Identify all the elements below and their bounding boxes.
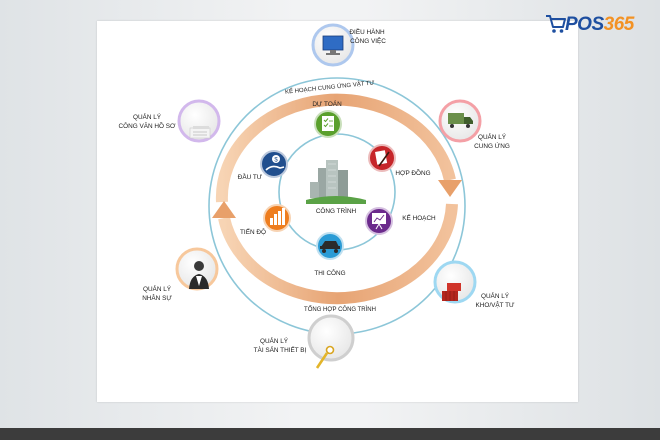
inner-label: KẾ HOẠCH bbox=[402, 212, 436, 222]
checklist-icon bbox=[322, 116, 334, 131]
outer-label-line1: QUẢN LÝ bbox=[133, 112, 162, 121]
inner-node-tien-do[interactable]: TIẾN ĐỘ bbox=[240, 204, 291, 236]
outer-label-line2: TÀI SẢN THIẾT BỊ bbox=[254, 344, 307, 354]
inner-label: DỰ TOÁN bbox=[312, 99, 342, 108]
outer-label-line1: QUẢN LÝ bbox=[260, 336, 289, 345]
inner-label: THI CÔNG bbox=[314, 268, 345, 277]
pos365-logo: POS365 bbox=[545, 10, 655, 38]
outer-label-line1: QUẢN LÝ bbox=[481, 291, 510, 300]
arc-label-top: KẾ HOẠCH CUNG ỨNG VẬT TƯ bbox=[285, 79, 375, 95]
cart-icon bbox=[546, 15, 566, 33]
outer-label-line2: CUNG ỨNG bbox=[474, 141, 510, 150]
outer-node-quan-ly-kho-vat-tu[interactable]: QUẢN LÝ KHO/VẬT TƯ bbox=[433, 260, 516, 309]
contract-pen-icon bbox=[375, 150, 390, 167]
progress-bars-icon bbox=[270, 208, 285, 225]
logo-text-pos: POS bbox=[565, 14, 604, 35]
magnifier-icon bbox=[315, 345, 335, 369]
inner-node-thi-cong[interactable]: THI CÔNG bbox=[314, 232, 346, 277]
inner-node-dau-tu[interactable]: $ ĐẦU TƯ bbox=[238, 150, 288, 181]
warehouse-container-icon bbox=[442, 283, 461, 301]
bottom-edge-strip bbox=[0, 428, 660, 440]
svg-text:$: $ bbox=[274, 158, 278, 164]
plan-chart-icon bbox=[372, 213, 386, 230]
outer-node-dieu-hanh-cong-viec[interactable]: ĐIỀU HÀNH CÔNG VIỆC bbox=[311, 23, 386, 67]
documents-icon bbox=[189, 126, 211, 139]
outer-label-line2: CÔNG VIỆC bbox=[350, 36, 386, 45]
outer-label-line2: NHÂN SỰ bbox=[142, 293, 172, 302]
monitor-icon bbox=[322, 35, 344, 55]
inner-label: ĐẦU TƯ bbox=[238, 171, 263, 181]
bottom-arc-arrow bbox=[212, 201, 458, 305]
center-label: CÔNG TRÌNH bbox=[316, 206, 357, 215]
staff-person-icon bbox=[189, 261, 209, 289]
outer-label-line2: CÔNG VĂN HỒ SƠ bbox=[119, 120, 176, 130]
outer-node-quan-ly-tai-san-thiet-bi[interactable]: QUẢN LÝ TÀI SẢN THIẾT BỊ bbox=[254, 314, 355, 369]
logo-text-365: 365 bbox=[603, 14, 635, 35]
inner-node-ke-hoach[interactable]: KẾ HOẠCH bbox=[365, 207, 436, 235]
truck-icon bbox=[320, 241, 340, 253]
construction-building-icon bbox=[306, 160, 366, 204]
outer-node-quan-ly-nhan-su[interactable]: QUẢN LÝ NHÂN SỰ bbox=[142, 247, 219, 302]
outer-node-quan-ly-cung-ung[interactable]: QUẢN LÝ CUNG ỨNG bbox=[438, 99, 510, 150]
inner-label: TIẾN ĐỘ bbox=[240, 226, 266, 236]
inner-node-du-toan[interactable]: DỰ TOÁN bbox=[312, 99, 342, 138]
outer-label-line2: KHO/VẬT TƯ bbox=[476, 300, 516, 309]
outer-node-quan-ly-cong-van-ho-so[interactable]: QUẢN LÝ CÔNG VĂN HỒ SƠ bbox=[119, 99, 221, 143]
outer-label-line1: ĐIỀU HÀNH bbox=[349, 26, 385, 36]
outer-label-line1: QUẢN LÝ bbox=[478, 132, 507, 141]
inner-label: HỢP ĐỒNG bbox=[395, 167, 430, 177]
money-hand-icon: $ bbox=[265, 155, 285, 171]
delivery-truck-icon bbox=[448, 113, 473, 128]
inner-node-hop-dong[interactable]: HỢP ĐỒNG bbox=[368, 144, 431, 177]
arc-label-bottom: TỔNG HỢP CÔNG TRÌNH bbox=[304, 306, 376, 313]
top-arc-arrow bbox=[215, 93, 462, 203]
outer-label-line1: QUẢN LÝ bbox=[143, 284, 172, 293]
